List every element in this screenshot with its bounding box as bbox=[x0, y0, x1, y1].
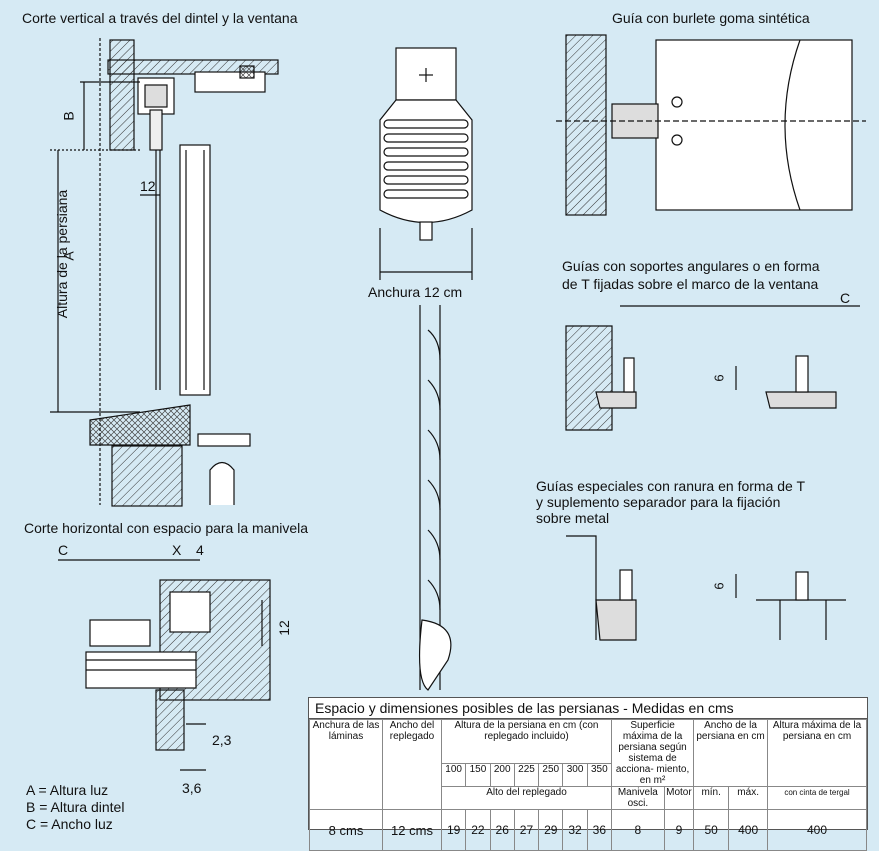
sub-alto: Alto del replegado bbox=[441, 786, 612, 810]
dim-c-top: C bbox=[840, 290, 851, 306]
h-ancho: Ancho de la persiana en cm bbox=[693, 719, 768, 787]
sub-motor: Motor bbox=[663, 786, 695, 810]
guide-rubber-title: Guía con burlete goma sintética bbox=[612, 10, 810, 26]
legend-b: B = Altura dintel bbox=[26, 799, 125, 815]
h-150: 150 bbox=[465, 763, 491, 787]
dim-3-6: 3,6 bbox=[182, 780, 202, 796]
guides-angular-title-2: de T fijadas sobre el marco de la ventan… bbox=[562, 276, 819, 292]
h-anchura: Anchura de las láminas bbox=[309, 719, 383, 810]
sub-max: máx. bbox=[728, 786, 768, 810]
h-200: 200 bbox=[489, 763, 515, 787]
h-250: 250 bbox=[538, 763, 564, 787]
v-manivela: 8 bbox=[611, 809, 665, 851]
legend-a: A = Altura luz bbox=[26, 782, 109, 798]
angular-guides-drawing bbox=[565, 305, 860, 431]
v-alto-4: 29 bbox=[538, 809, 564, 851]
legend-c: C = Ancho luz bbox=[26, 816, 113, 832]
sub-cinta: con cinta de tergal bbox=[767, 786, 867, 810]
dim-6-b: 6 bbox=[711, 582, 727, 590]
horizontal-section-drawing bbox=[58, 559, 271, 771]
vertical-section-drawing bbox=[50, 38, 279, 507]
h-replegado: Ancho del replegado bbox=[382, 719, 442, 810]
dim-12-left: 12 bbox=[140, 178, 156, 194]
dim-c-horiz: C bbox=[58, 542, 69, 558]
v-alto-6: 36 bbox=[586, 809, 613, 851]
sub-min: mín. bbox=[693, 786, 730, 810]
v-alto-3: 27 bbox=[513, 809, 540, 851]
dimensions-table: Espacio y dimensiones posibles de las pe… bbox=[308, 697, 868, 851]
dim-a-label: A bbox=[60, 251, 77, 261]
dim-b-label: B bbox=[60, 111, 77, 121]
special-guides-drawing bbox=[566, 535, 846, 641]
v-anchura: 8 cms bbox=[309, 809, 383, 851]
dim-12-horiz: 12 bbox=[275, 620, 292, 636]
v-alto-1: 22 bbox=[465, 809, 491, 851]
v-max: 400 bbox=[728, 809, 768, 851]
sub-manivela: Manivela osci. bbox=[611, 786, 665, 810]
h-altura: Altura de la persiana en cm (con replega… bbox=[441, 718, 612, 765]
v-alto-2: 26 bbox=[489, 809, 515, 851]
h-100: 100 bbox=[440, 763, 467, 787]
h-superficie: Superficie máxima de la persiana según s… bbox=[610, 719, 695, 787]
h-300: 300 bbox=[562, 763, 588, 787]
anchura-label: Anchura 12 cm bbox=[368, 284, 463, 300]
table-grid: Anchura de las láminas Ancho del replega… bbox=[309, 718, 867, 851]
guides-angular-title-1: Guías con soportes angulares o en forma bbox=[562, 258, 820, 274]
guides-special-title-3: sobre metal bbox=[536, 510, 610, 526]
guides-special-title-1: Guías especiales con ranura en forma de … bbox=[536, 478, 806, 494]
vertical-section-title: Corte vertical a través del dintel y la … bbox=[22, 10, 298, 26]
horizontal-section-title: Corte horizontal con espacio para la man… bbox=[24, 520, 309, 536]
guide-rubber-drawing bbox=[556, 34, 866, 216]
v-motor: 9 bbox=[663, 809, 695, 851]
h-225: 225 bbox=[513, 763, 540, 787]
guides-special-title-2: y suplemento separador para la fijación bbox=[536, 494, 781, 510]
v-altura-max: 400 bbox=[767, 809, 867, 851]
v-replegado: 12 cms bbox=[382, 809, 442, 851]
dim-2-3: 2,3 bbox=[212, 732, 232, 748]
h-altura-max: Altura máxima de la persiana en cm bbox=[767, 719, 867, 787]
dim-x: X bbox=[172, 542, 182, 558]
dim-6-a: 6 bbox=[711, 374, 727, 382]
h-350: 350 bbox=[586, 763, 613, 787]
v-min: 50 bbox=[693, 809, 730, 851]
v-alto-0: 19 bbox=[440, 809, 467, 851]
dim-4: 4 bbox=[196, 542, 204, 558]
rolled-shutter-drawing bbox=[379, 47, 473, 691]
v-alto-5: 32 bbox=[562, 809, 588, 851]
table-title: Espacio y dimensiones posibles de las pe… bbox=[309, 698, 867, 719]
